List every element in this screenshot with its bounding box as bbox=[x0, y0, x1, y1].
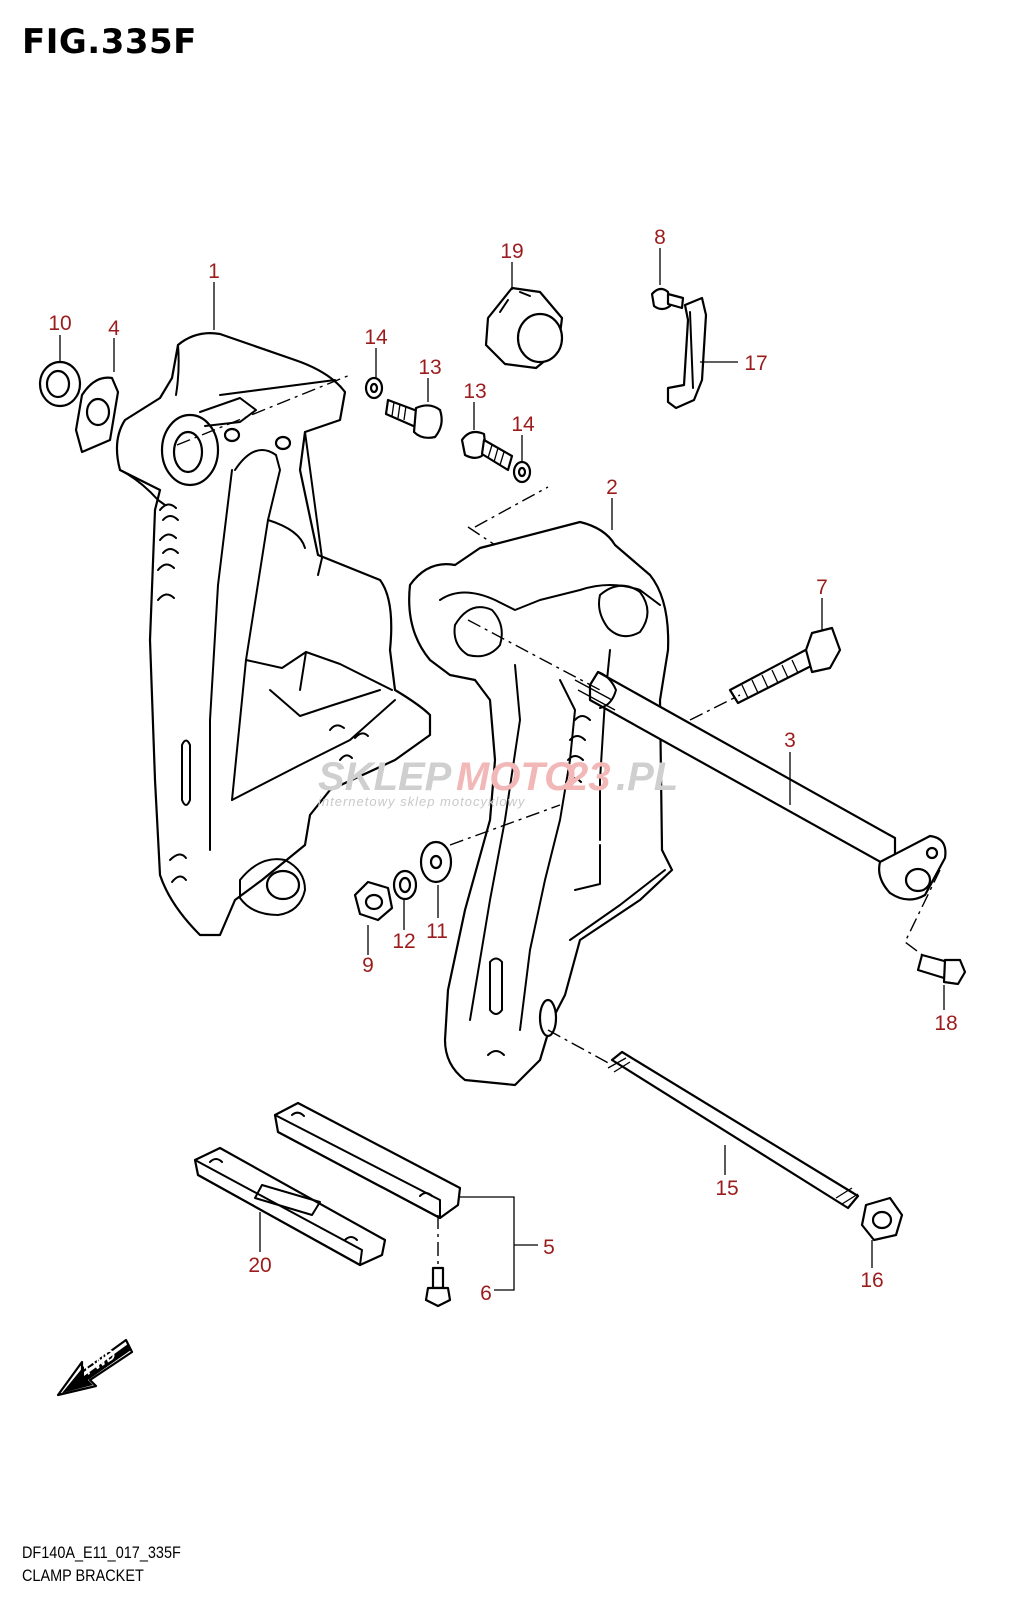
figure-title: FIG.335F bbox=[22, 22, 197, 62]
callout-15: 15 bbox=[715, 1177, 738, 1200]
callout-19: 19 bbox=[500, 240, 523, 263]
callout-labels: 1 2 3 4 5 6 7 8 9 10 11 12 13 13 14 14 1… bbox=[48, 226, 957, 1305]
figure-code: DF140A_E11_017_335F bbox=[22, 1543, 181, 1562]
callout-12: 12 bbox=[392, 930, 415, 953]
callout-3: 3 bbox=[784, 729, 796, 752]
callout-2: 2 bbox=[606, 476, 618, 499]
bolt-7[interactable] bbox=[728, 626, 842, 705]
leader-lines bbox=[59, 248, 945, 1291]
watermark-left: SKLEP bbox=[318, 755, 452, 799]
through-bolt-15[interactable] bbox=[607, 1050, 860, 1210]
callout-10: 10 bbox=[48, 312, 71, 335]
watermark-right: 23 bbox=[565, 755, 611, 799]
seal-10[interactable] bbox=[38, 360, 82, 408]
watermark-suffix: .PL bbox=[616, 755, 678, 799]
callout-5: 5 bbox=[543, 1236, 555, 1259]
bolt-13-lower[interactable] bbox=[460, 430, 514, 472]
callout-13a: 13 bbox=[418, 356, 441, 379]
washer-12[interactable] bbox=[392, 869, 418, 901]
callout-14a: 14 bbox=[364, 326, 388, 349]
callout-14b: 14 bbox=[511, 413, 535, 436]
callout-6: 6 bbox=[480, 1282, 492, 1305]
washer-11[interactable] bbox=[419, 840, 453, 884]
callout-17: 17 bbox=[744, 352, 767, 375]
tilt-tube[interactable] bbox=[574, 670, 947, 901]
cap-19[interactable] bbox=[484, 286, 564, 370]
callout-20: 20 bbox=[248, 1254, 271, 1277]
callout-4: 4 bbox=[108, 317, 120, 340]
nut-9[interactable] bbox=[353, 880, 394, 922]
callout-13b: 13 bbox=[463, 380, 486, 403]
figure-name: CLAMP BRACKET bbox=[22, 1566, 144, 1585]
watermark-sub: internetowy sklep motocyklowy bbox=[318, 794, 526, 809]
callout-16: 16 bbox=[860, 1269, 883, 1292]
callout-11: 11 bbox=[426, 920, 448, 943]
assembly-centerlines bbox=[176, 374, 941, 1268]
callout-7: 7 bbox=[816, 576, 828, 599]
washer-14-upper[interactable] bbox=[364, 376, 384, 400]
bolt-6[interactable] bbox=[424, 1266, 452, 1308]
clamp-bracket-port[interactable] bbox=[115, 332, 432, 937]
watermark: SKLEP MOTO 23 .PL internetowy sklep moto… bbox=[318, 755, 678, 809]
callout-8: 8 bbox=[654, 226, 666, 249]
clamp-bracket-starboard[interactable] bbox=[408, 520, 674, 1087]
bolt-13-upper[interactable] bbox=[384, 398, 443, 439]
callout-1: 1 bbox=[208, 260, 220, 283]
watermark-mid: MOTO bbox=[456, 755, 575, 799]
plate-20[interactable] bbox=[193, 1146, 387, 1267]
screw-8[interactable] bbox=[650, 287, 685, 311]
callout-18: 18 bbox=[934, 1012, 957, 1035]
cable-clamp-17[interactable] bbox=[666, 296, 708, 410]
fwd-arrow: FWD bbox=[56, 1338, 134, 1397]
washer-14-lower[interactable] bbox=[512, 460, 532, 484]
callout-9: 9 bbox=[362, 954, 374, 977]
nut-16[interactable] bbox=[860, 1196, 904, 1242]
plate-5[interactable] bbox=[273, 1101, 462, 1220]
bolt-18[interactable] bbox=[916, 953, 967, 986]
gasket-4[interactable] bbox=[74, 376, 120, 454]
